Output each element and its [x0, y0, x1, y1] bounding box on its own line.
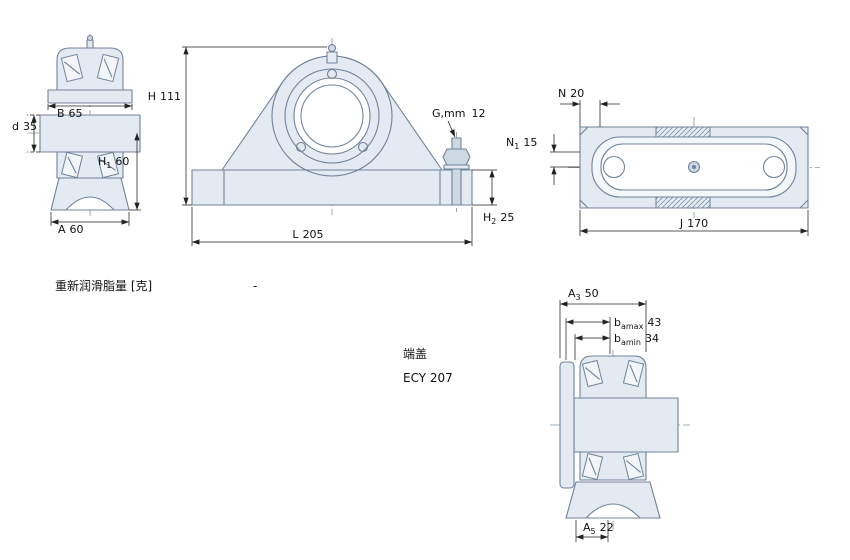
mounting-hole	[602, 155, 626, 179]
roller	[622, 452, 645, 481]
end-cover-label: 端盖	[403, 347, 427, 361]
grease-nipple	[86, 39, 94, 49]
shaft	[39, 114, 141, 153]
relubrication-value: -	[253, 279, 257, 293]
housing-base	[191, 169, 473, 206]
bore-circle	[293, 77, 371, 155]
corner-chamfer	[799, 126, 809, 136]
mounting-hole	[762, 155, 786, 179]
base-arch	[584, 503, 642, 519]
end-cover-plate	[559, 361, 575, 489]
grease-nipple-ball	[327, 43, 337, 53]
annotations: 重新润滑脂量 [克] - 端盖 ECY 207	[55, 278, 453, 385]
bolt-hole	[357, 141, 369, 153]
corner-chamfer	[579, 199, 589, 209]
roller	[581, 452, 604, 481]
corner-chamfer	[799, 199, 809, 209]
relubrication-label: 重新润滑脂量 [克]	[55, 278, 152, 293]
bolt-stud-lower	[451, 168, 462, 206]
roller	[96, 151, 120, 179]
end-cover-designation: ECY 207	[403, 371, 453, 385]
cap-section-hatch	[655, 196, 711, 209]
grease-fitting-center	[692, 165, 696, 169]
shaft-circle	[300, 84, 364, 148]
bolt-stud-top	[451, 137, 462, 150]
base-arch	[64, 196, 116, 211]
roller	[581, 359, 604, 388]
washer	[443, 164, 470, 170]
roller	[96, 53, 120, 83]
roller	[60, 151, 84, 179]
shaft	[573, 397, 679, 453]
cap-section-hatch	[655, 126, 711, 139]
housing-flange	[47, 89, 133, 104]
hex-nut	[442, 148, 471, 166]
roller	[622, 359, 645, 388]
roller	[60, 53, 84, 83]
bolt-hole	[326, 68, 338, 80]
grease-nipple-ball	[86, 34, 94, 42]
grease-nipple	[326, 51, 338, 64]
corner-chamfer	[579, 126, 589, 136]
bolt-hole	[295, 141, 307, 153]
